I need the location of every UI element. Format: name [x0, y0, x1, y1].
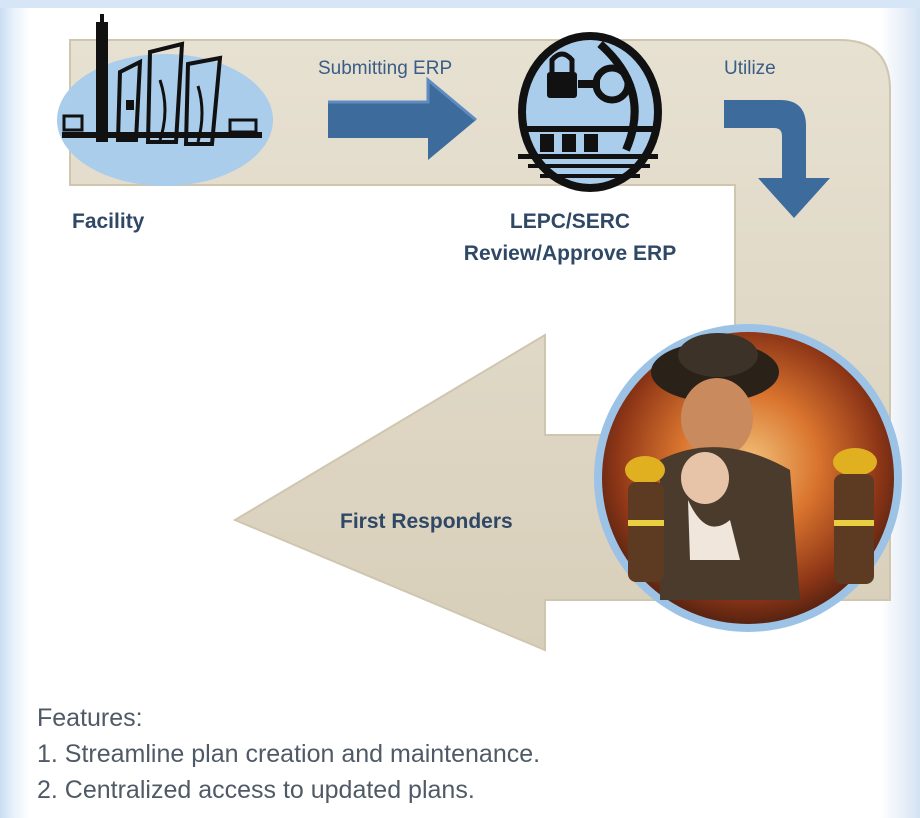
first-responders-label: First Responders — [340, 510, 513, 533]
utilize-label: Utilize — [724, 58, 776, 79]
utilize-arrow — [724, 100, 830, 218]
firefighter-photo — [594, 324, 902, 632]
facility-label: Facility — [72, 210, 145, 233]
submit-arrow — [328, 76, 477, 160]
feature-item: 1. Streamline plan creation and maintena… — [37, 740, 541, 768]
lock-key-icon — [518, 32, 662, 192]
features-heading: Features: — [37, 704, 143, 732]
top-band — [0, 0, 920, 8]
feature-item: 2. Centralized access to updated plans. — [37, 776, 475, 804]
lepc-label-line1: LEPC/SERC — [509, 210, 631, 233]
features-list: Features: 1. Streamline plan creation an… — [37, 700, 540, 808]
submitting-label: Submitting ERP — [318, 58, 453, 79]
lepc-label-line2: Review/Approve ERP — [463, 242, 677, 265]
factory-icon — [57, 14, 273, 186]
